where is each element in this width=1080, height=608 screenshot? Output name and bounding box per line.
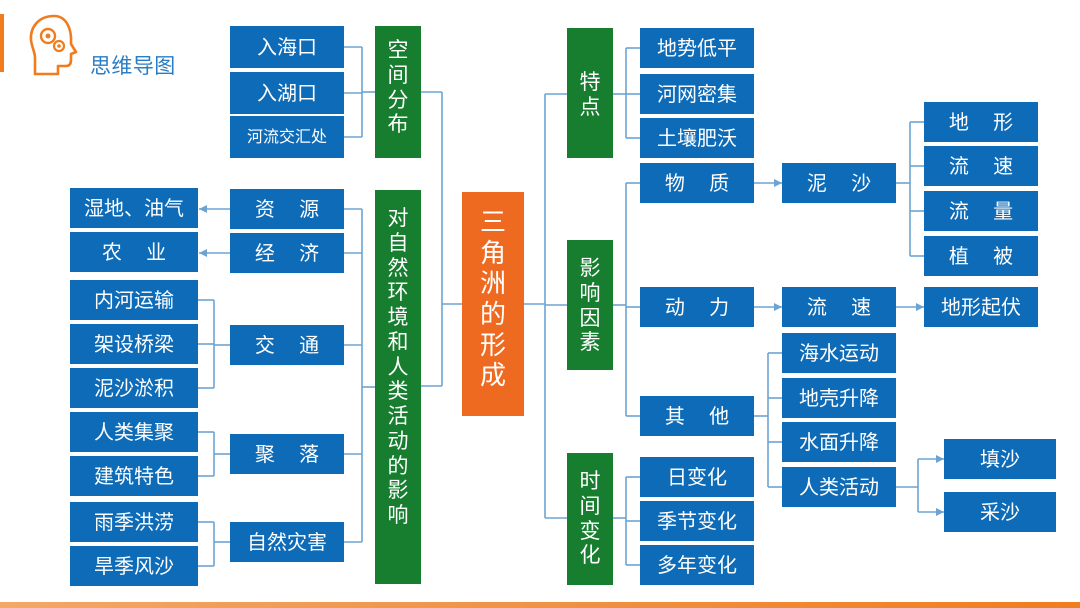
impact-settlement: 聚 落 [230, 434, 344, 474]
flow-terrain-relief: 地形起伏 [924, 287, 1038, 327]
feature-dense-rivers: 河网密集 [640, 74, 754, 114]
left-accent-bar [0, 14, 4, 72]
features-node: 特点 [567, 28, 613, 158]
impact-node: 对自然环境和人类活动的影响 [375, 190, 421, 584]
logo-title: 思维导图 [90, 54, 176, 78]
sediment-flow-speed: 流 速 [924, 146, 1038, 186]
arrow-head [199, 249, 207, 257]
other-human-activity: 人类活动 [782, 467, 896, 507]
disaster-dry-sandstorm: 旱季风沙 [70, 546, 198, 586]
arrow-head [774, 303, 782, 311]
other-water-level: 水面升降 [782, 422, 896, 462]
impact-resources: 资 源 [230, 189, 344, 229]
vertical-label-char: 环 [387, 280, 409, 305]
time-daily: 日变化 [640, 457, 754, 497]
arrow-head [936, 455, 944, 463]
vertical-label-char: 形 [479, 330, 506, 361]
sediment-vegetation: 植 被 [924, 236, 1038, 276]
settlement-architecture: 建筑特色 [70, 456, 198, 496]
vertical-label-char: 素 [579, 330, 601, 355]
head-gears-icon [29, 14, 78, 76]
vertical-label-char: 布 [387, 112, 409, 137]
vertical-label-char: 洲 [479, 269, 506, 300]
factors-node: 影响因素 [567, 240, 613, 370]
disaster-rainy-flood: 雨季洪涝 [70, 502, 198, 542]
vertical-label-char: 特 [579, 70, 601, 94]
vertical-label-char: 人 [387, 354, 409, 379]
vertical-label-char: 响 [387, 503, 409, 528]
spatial-item-lake-inlet: 入湖口 [230, 72, 344, 114]
vertical-label-char: 成 [479, 361, 506, 392]
transport-bridges: 架设桥梁 [70, 324, 198, 364]
vertical-label-char: 活 [387, 404, 409, 429]
transport-inland-shipping: 内河运输 [70, 280, 198, 320]
vertical-label-char: 影 [579, 256, 601, 280]
vertical-label-char: 因 [579, 305, 601, 330]
logo: 思维导图 [16, 6, 256, 84]
sediment-terrain: 地 形 [924, 102, 1038, 142]
feature-fertile-soil: 土壤肥沃 [640, 118, 754, 158]
vertical-label-char: 境 [387, 305, 409, 330]
economy-agriculture: 农 业 [70, 232, 198, 272]
factor-material: 物 质 [640, 163, 754, 203]
material-sediment: 泥 沙 [782, 163, 896, 203]
vertical-label-char: 三 [479, 208, 506, 238]
vertical-label-char: 空 [387, 38, 409, 62]
vertical-label-char: 化 [579, 543, 601, 568]
impact-natural-disaster: 自然灾害 [230, 522, 344, 562]
human-fill-sand: 填沙 [944, 439, 1056, 479]
arrow-head [916, 303, 924, 311]
vertical-label-char: 的 [479, 300, 506, 331]
vertical-label-char: 的 [387, 453, 409, 478]
center-topic: 三角洲的形成 [462, 192, 524, 416]
time-change-node: 时间变化 [567, 453, 613, 585]
vertical-label-char: 类 [387, 379, 409, 404]
factor-other: 其 他 [640, 396, 754, 436]
vertical-label-char: 角 [479, 238, 506, 269]
vertical-label-char: 时 [579, 469, 601, 493]
vertical-label-char: 对 [387, 206, 409, 230]
factor-power: 动 力 [640, 287, 754, 327]
settlement-gathering: 人类集聚 [70, 412, 198, 452]
arrow-head [936, 508, 944, 516]
vertical-label-char: 点 [579, 94, 601, 119]
arrow-head [774, 179, 782, 187]
vertical-label-char: 动 [387, 428, 409, 453]
impact-economy: 经 济 [230, 233, 344, 273]
bottom-accent-bar [0, 602, 1080, 608]
vertical-label-char: 变 [579, 518, 601, 543]
power-flow-speed: 流 速 [782, 287, 896, 327]
vertical-label-char: 响 [579, 280, 601, 305]
spatial-item-confluence: 河流交汇处 [230, 116, 344, 158]
arrow-head [199, 205, 207, 213]
feature-low-flat: 地势低平 [640, 28, 754, 68]
vertical-label-char: 间 [579, 493, 601, 518]
spatial-distribution-node: 空间分布 [375, 26, 421, 158]
vertical-label-char: 然 [387, 255, 409, 280]
time-multi-year: 多年变化 [640, 545, 754, 585]
human-dig-sand: 采沙 [944, 492, 1056, 532]
other-crust-movement: 地壳升降 [782, 378, 896, 418]
vertical-label-char: 和 [387, 329, 409, 354]
other-sea-movement: 海水运动 [782, 333, 896, 373]
spatial-item-estuary: 入海口 [230, 26, 344, 68]
vertical-label-char: 影 [387, 478, 409, 503]
resources-wetland-oil: 湿地、油气 [70, 188, 198, 228]
vertical-label-char: 分 [387, 87, 409, 112]
vertical-label-char: 间 [387, 62, 409, 87]
sediment-flow-volume: 流 量 [924, 191, 1038, 231]
vertical-label-char: 自 [387, 230, 409, 255]
impact-transport: 交 通 [230, 325, 344, 365]
transport-siltation: 泥沙淤积 [70, 368, 198, 408]
time-seasonal: 季节变化 [640, 501, 754, 541]
